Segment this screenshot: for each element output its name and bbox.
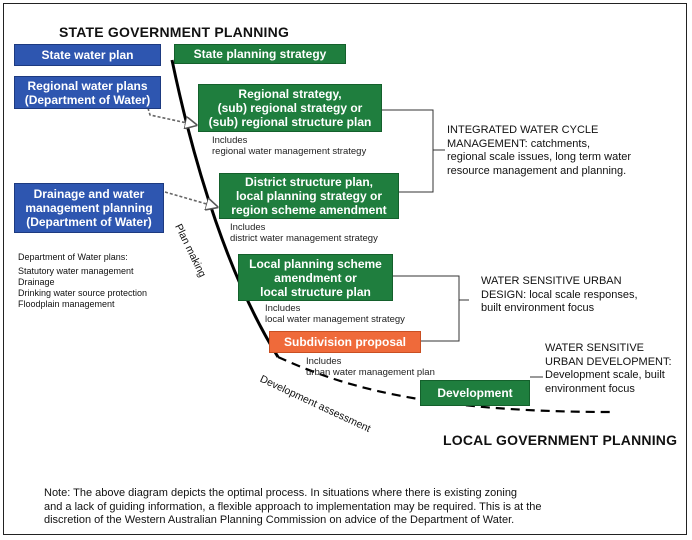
development-assessment-line: [277, 355, 613, 414]
subdivision-proposal-label: Subdivision proposal: [283, 335, 406, 349]
state-planning-strategy-label: State planning strategy: [193, 47, 327, 61]
drainage-planning-box: Drainage and water management planning (…: [14, 183, 164, 233]
dow-plans-item: Statutory water management: [18, 266, 134, 276]
drainage-line: (Department of Water): [26, 215, 152, 229]
regional-strategy-line: (sub) regional strategy or: [217, 101, 363, 115]
development-label: Development: [437, 386, 513, 400]
dow-plans-item: Floodplain management: [18, 299, 115, 309]
footnote-line: and a lack of guiding information, a fle…: [44, 500, 542, 513]
includes-line: urban water management plan: [306, 367, 435, 378]
footnote-line: discretion of the Western Australian Pla…: [44, 514, 515, 526]
iwcm-line: MANAGEMENT: catchments,: [447, 137, 591, 150]
regional-water-plans-line: Regional water plans: [27, 78, 148, 93]
dow-plans-item: Drainage: [18, 277, 55, 287]
local-planning-scheme-line: local structure plan: [260, 284, 371, 299]
local-planning-scheme-line: amendment or: [274, 270, 357, 285]
footnote: Note: The above diagram depicts the opti…: [44, 487, 542, 528]
development-box: Development: [420, 380, 530, 406]
includes-line: local water management strategy: [265, 314, 405, 325]
bracket-iwcm: [382, 109, 445, 193]
subdivision-proposal-box: Subdivision proposal: [269, 331, 421, 353]
includes-line: regional water management strategy: [212, 146, 367, 157]
drainage-line: Drainage and water: [33, 187, 145, 201]
regional-water-plans-line: (Department of Water): [24, 92, 151, 107]
regional-strategy-line: (sub) regional structure plan: [208, 115, 372, 129]
wsudev-line: Development scale, built: [545, 369, 665, 381]
district-structure-plan-line: District structure plan,: [244, 175, 373, 189]
arrow-drainage: [164, 191, 217, 207]
includes-district-note: Includes district water management strat…: [230, 222, 378, 244]
wsudev-line: URBAN DEVELOPMENT:: [545, 355, 672, 368]
state-water-plan-box: State water plan: [14, 44, 161, 66]
wsud-line: DESIGN: local scale responses,: [481, 288, 638, 301]
includes-line: Includes: [265, 303, 301, 314]
regional-strategy-box: Regional strategy, (sub) regional strate…: [198, 84, 382, 132]
dow-plans-title: Department of Water plans:: [18, 252, 128, 262]
district-structure-plan-line: region scheme amendment: [231, 203, 387, 217]
local-planning-heading: LOCAL GOVERNMENT PLANNING: [443, 432, 678, 448]
regional-water-plans-box: Regional water plans (Department of Wate…: [14, 76, 161, 109]
iwcm-line: INTEGRATED WATER CYCLE: [447, 124, 599, 136]
drainage-line: management planning: [25, 201, 153, 215]
district-structure-plan-line: local planning strategy or: [235, 189, 382, 203]
includes-line: Includes: [230, 222, 266, 233]
bracket-wsud: [393, 275, 469, 342]
includes-urban-note: Includes urban water management plan: [306, 356, 435, 378]
local-planning-scheme-line: Local planning scheme: [249, 256, 382, 271]
includes-local-note: Includes local water management strategy: [265, 303, 405, 325]
state-planning-strategy-box: State planning strategy: [174, 44, 346, 64]
footnote-line: Note: The above diagram depicts the opti…: [44, 487, 518, 499]
state-planning-heading: STATE GOVERNMENT PLANNING: [59, 24, 290, 40]
wsud-line: built environment focus: [481, 302, 595, 314]
wsudev-label: WATER SENSITIVE URBAN DEVELOPMENT: Devel…: [545, 342, 672, 396]
iwcm-label: INTEGRATED WATER CYCLE MANAGEMENT: catch…: [447, 124, 631, 178]
regional-strategy-line: Regional strategy,: [238, 87, 342, 101]
wsud-line: WATER SENSITIVE URBAN: [481, 275, 622, 287]
wsudev-line: WATER SENSITIVE: [545, 342, 645, 354]
department-of-water-plans: Department of Water plans: Statutory wat…: [18, 252, 147, 310]
state-water-plan-label: State water plan: [41, 48, 134, 62]
local-planning-scheme-box: Local planning scheme amendment or local…: [238, 254, 393, 301]
iwcm-line: resource management and planning.: [447, 164, 627, 177]
district-structure-plan-box: District structure plan, local planning …: [219, 173, 399, 219]
iwcm-line: regional scale issues, long term water: [447, 151, 632, 163]
includes-line: Includes: [212, 135, 248, 146]
arrow-regional: [147, 107, 196, 125]
plan-making-curve: [170, 59, 280, 358]
includes-line: district water management strategy: [230, 233, 378, 244]
dow-plans-item: Drinking water source protection: [18, 288, 148, 298]
wsud-label: WATER SENSITIVE URBAN DESIGN: local scal…: [481, 275, 638, 316]
wsudev-line: environment focus: [545, 382, 635, 395]
includes-regional-note: Includes regional water management strat…: [212, 135, 366, 157]
includes-line: Includes: [306, 356, 342, 367]
